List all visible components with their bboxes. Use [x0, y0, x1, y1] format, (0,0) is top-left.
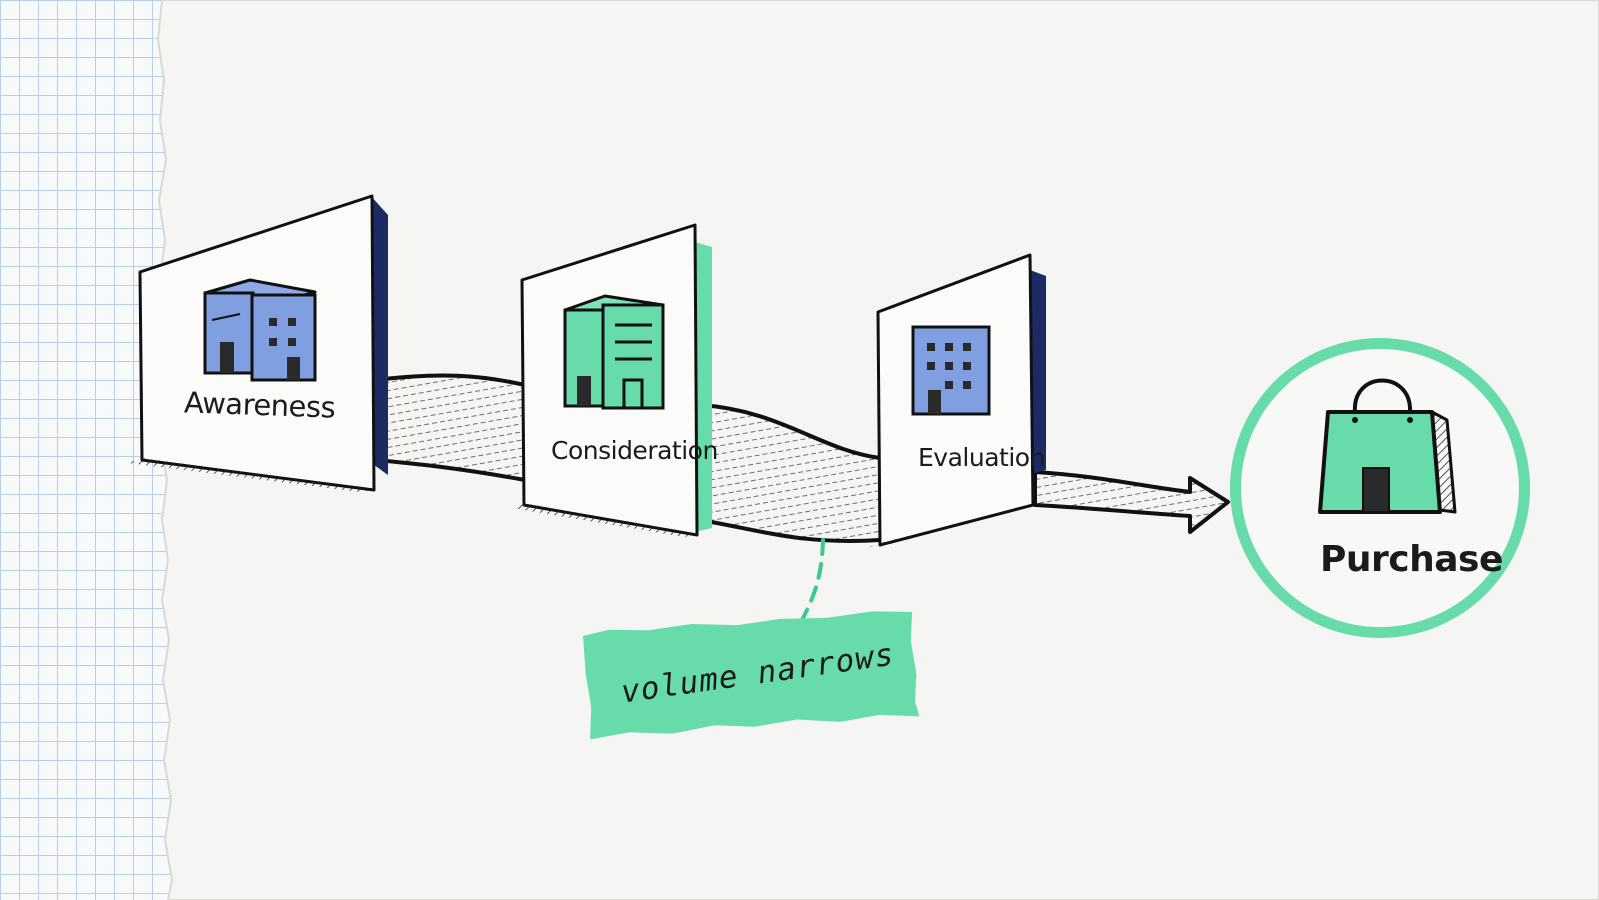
stage-card-evaluation — [866, 253, 1046, 548]
stage-label-awareness: Awareness — [183, 385, 336, 425]
stage-card-awareness — [128, 194, 388, 492]
flow-ribbon — [374, 373, 1230, 543]
stage-card-consideration — [512, 223, 712, 537]
building-icon — [203, 278, 317, 382]
note-connector — [800, 538, 825, 622]
destination-label-purchase: Purchase — [1320, 539, 1503, 580]
stage-label-evaluation: Evaluation — [918, 443, 1045, 472]
building-windows-icon — [911, 325, 991, 416]
shopping-bag-icon — [1318, 378, 1457, 514]
purchase-circle — [1230, 338, 1530, 638]
office-tower-icon — [563, 294, 665, 410]
note-text: volume narrows — [618, 636, 897, 711]
stage-label-consideration: Consideration — [551, 436, 718, 465]
